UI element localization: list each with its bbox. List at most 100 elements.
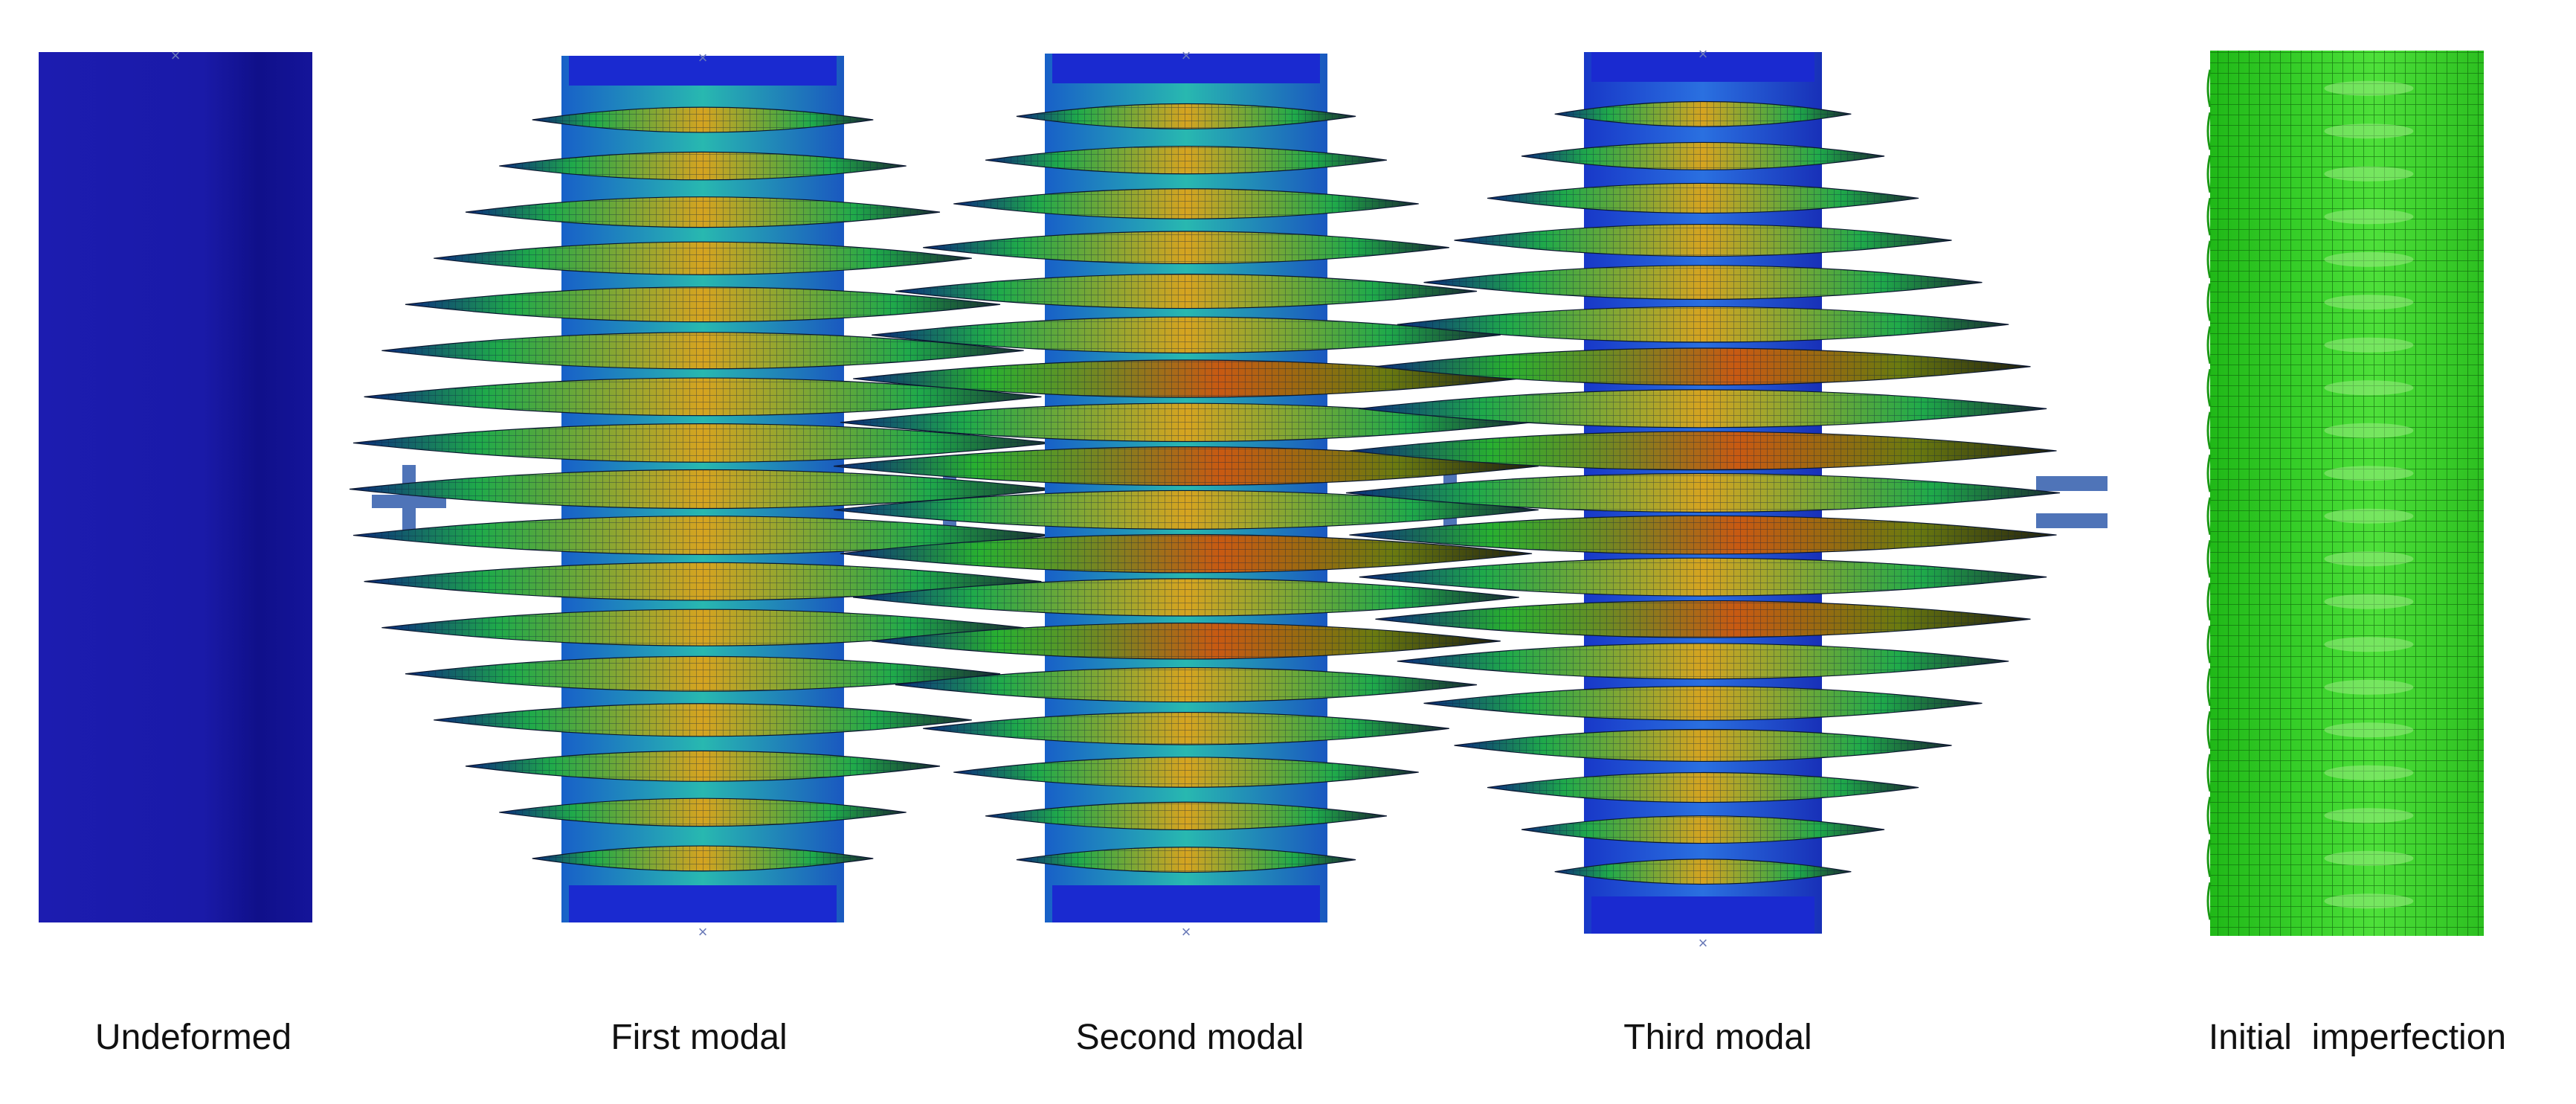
first-fold-mesh [532,846,874,871]
initial-bulge-highlight [2324,380,2414,396]
initial-imperfection-panel [2206,51,2484,936]
undeformed-panel: × [39,46,312,922]
initial-bulge-highlight [2324,209,2414,225]
first-fold-mesh [499,152,907,180]
third-bottom-cap [1591,896,1815,934]
second-fold-mesh [1016,103,1356,129]
third-fold-mesh [1454,224,1952,257]
second-fold-mesh [895,667,1478,702]
second-bottom-cap [1052,885,1320,922]
first-fold-mesh [350,469,1056,509]
initial-bulge-highlight [2324,508,2414,524]
third-bottom-marker: × [1698,934,1708,952]
second-fold-mesh [840,534,1533,573]
third-fold-mesh [1397,643,2009,679]
initial-wavy-edge [2206,197,2212,236]
third-top-cap [1591,52,1815,82]
undeformed-cylinder [39,52,312,922]
first-fold-mesh [499,798,907,827]
second-fold-mesh [923,231,1449,264]
initial-bulge-highlight [2324,679,2414,695]
caption-second-modal: Second modal [1075,1018,1304,1057]
third-fold-mesh [1487,183,1919,214]
third-fold-mesh [1487,772,1919,803]
third-fold-mesh [1349,516,2057,554]
initial-wavy-edge [2206,155,2212,193]
initial-bulge-highlight [2324,594,2414,609]
initial-wavy-edge [2206,240,2212,279]
third-fold-mesh [1522,142,1884,170]
first-modal-panel: ×× [349,48,1057,941]
second-fold-mesh [853,578,1519,617]
initial-wavy-edge [2206,454,2212,492]
third-fold-mesh [1375,347,2031,385]
second-fold-mesh [853,359,1519,398]
third-fold-mesh [1454,729,1952,762]
initial-bulge-highlight [2324,765,2414,780]
initial-bulge-highlight [2324,80,2414,96]
first-fold-mesh [381,332,1024,369]
caption-initial-imperfection: Initial imperfection [2208,1018,2507,1057]
initial-wavy-edge [2206,796,2212,835]
second-fold-mesh [1016,847,1356,873]
second-fold-mesh [834,490,1539,530]
first-fold-mesh [532,107,874,132]
first-fold-mesh [466,751,940,782]
initial-wavy-edge [2206,625,2212,664]
third-fold-mesh [1554,101,1852,127]
second-fold-mesh [985,802,1387,830]
initial-bulge-highlight [2324,251,2414,267]
initial-wavy-edge [2206,497,2212,536]
second-fold-mesh [840,403,1533,442]
second-fold-mesh [953,757,1419,788]
third-fold-mesh [1554,859,1852,885]
initial-bulge-highlight [2324,123,2414,139]
initial-bulge-highlight [2324,637,2414,652]
first-top-marker: × [698,48,708,67]
third-fold-mesh [1375,600,2031,638]
initial-bulge-highlight [2324,893,2414,909]
initial-wavy-edge [2206,368,2212,407]
initial-wavy-edge [2206,882,2212,920]
second-fold-mesh [923,712,1449,745]
initial-wavy-edge [2206,283,2212,321]
initial-imperfection-mesh [2210,51,2484,936]
third-fold-mesh [1359,389,2047,428]
second-fold-mesh [985,146,1387,174]
third-fold-mesh [1349,431,2057,470]
initial-wavy-edge [2206,839,2212,878]
equals-operator [2036,476,2108,528]
initial-bulge-highlight [2324,551,2414,567]
second-modal-panel: ×× [834,46,1539,941]
initial-wavy-edge [2206,539,2212,578]
second-fold-mesh [895,274,1478,309]
initial-wavy-edge [2206,411,2212,450]
caption-third-modal: Third modal [1623,1018,1812,1057]
first-fold-mesh [352,423,1053,463]
first-top-cap [569,56,837,86]
caption-undeformed: Undeformed [94,1018,292,1057]
initial-wavy-edge [2206,69,2212,108]
caption-first-modal: First modal [611,1018,788,1057]
first-bottom-cap [569,885,837,922]
initial-wavy-edge [2206,112,2212,150]
third-fold-mesh [1522,815,1884,844]
second-fold-mesh [872,317,1501,353]
third-fold-mesh [1359,558,2047,597]
initial-bulge-highlight [2324,466,2414,481]
first-fold-mesh [466,196,940,228]
third-fold-mesh [1397,307,2009,343]
first-fold-mesh [364,378,1042,416]
initial-bulge-highlight [2324,722,2414,738]
third-fold-mesh [1423,265,1983,300]
third-modal-panel: ×× [1345,45,2061,952]
second-fold-mesh [834,446,1539,486]
second-top-marker: × [1182,46,1191,65]
third-top-marker: × [1698,45,1708,63]
undeformed-top-marker: × [171,46,181,65]
initial-bulge-highlight [2324,337,2414,353]
second-core [1045,54,1327,922]
initial-wavy-edge [2206,326,2212,365]
second-fold-mesh [953,188,1419,219]
